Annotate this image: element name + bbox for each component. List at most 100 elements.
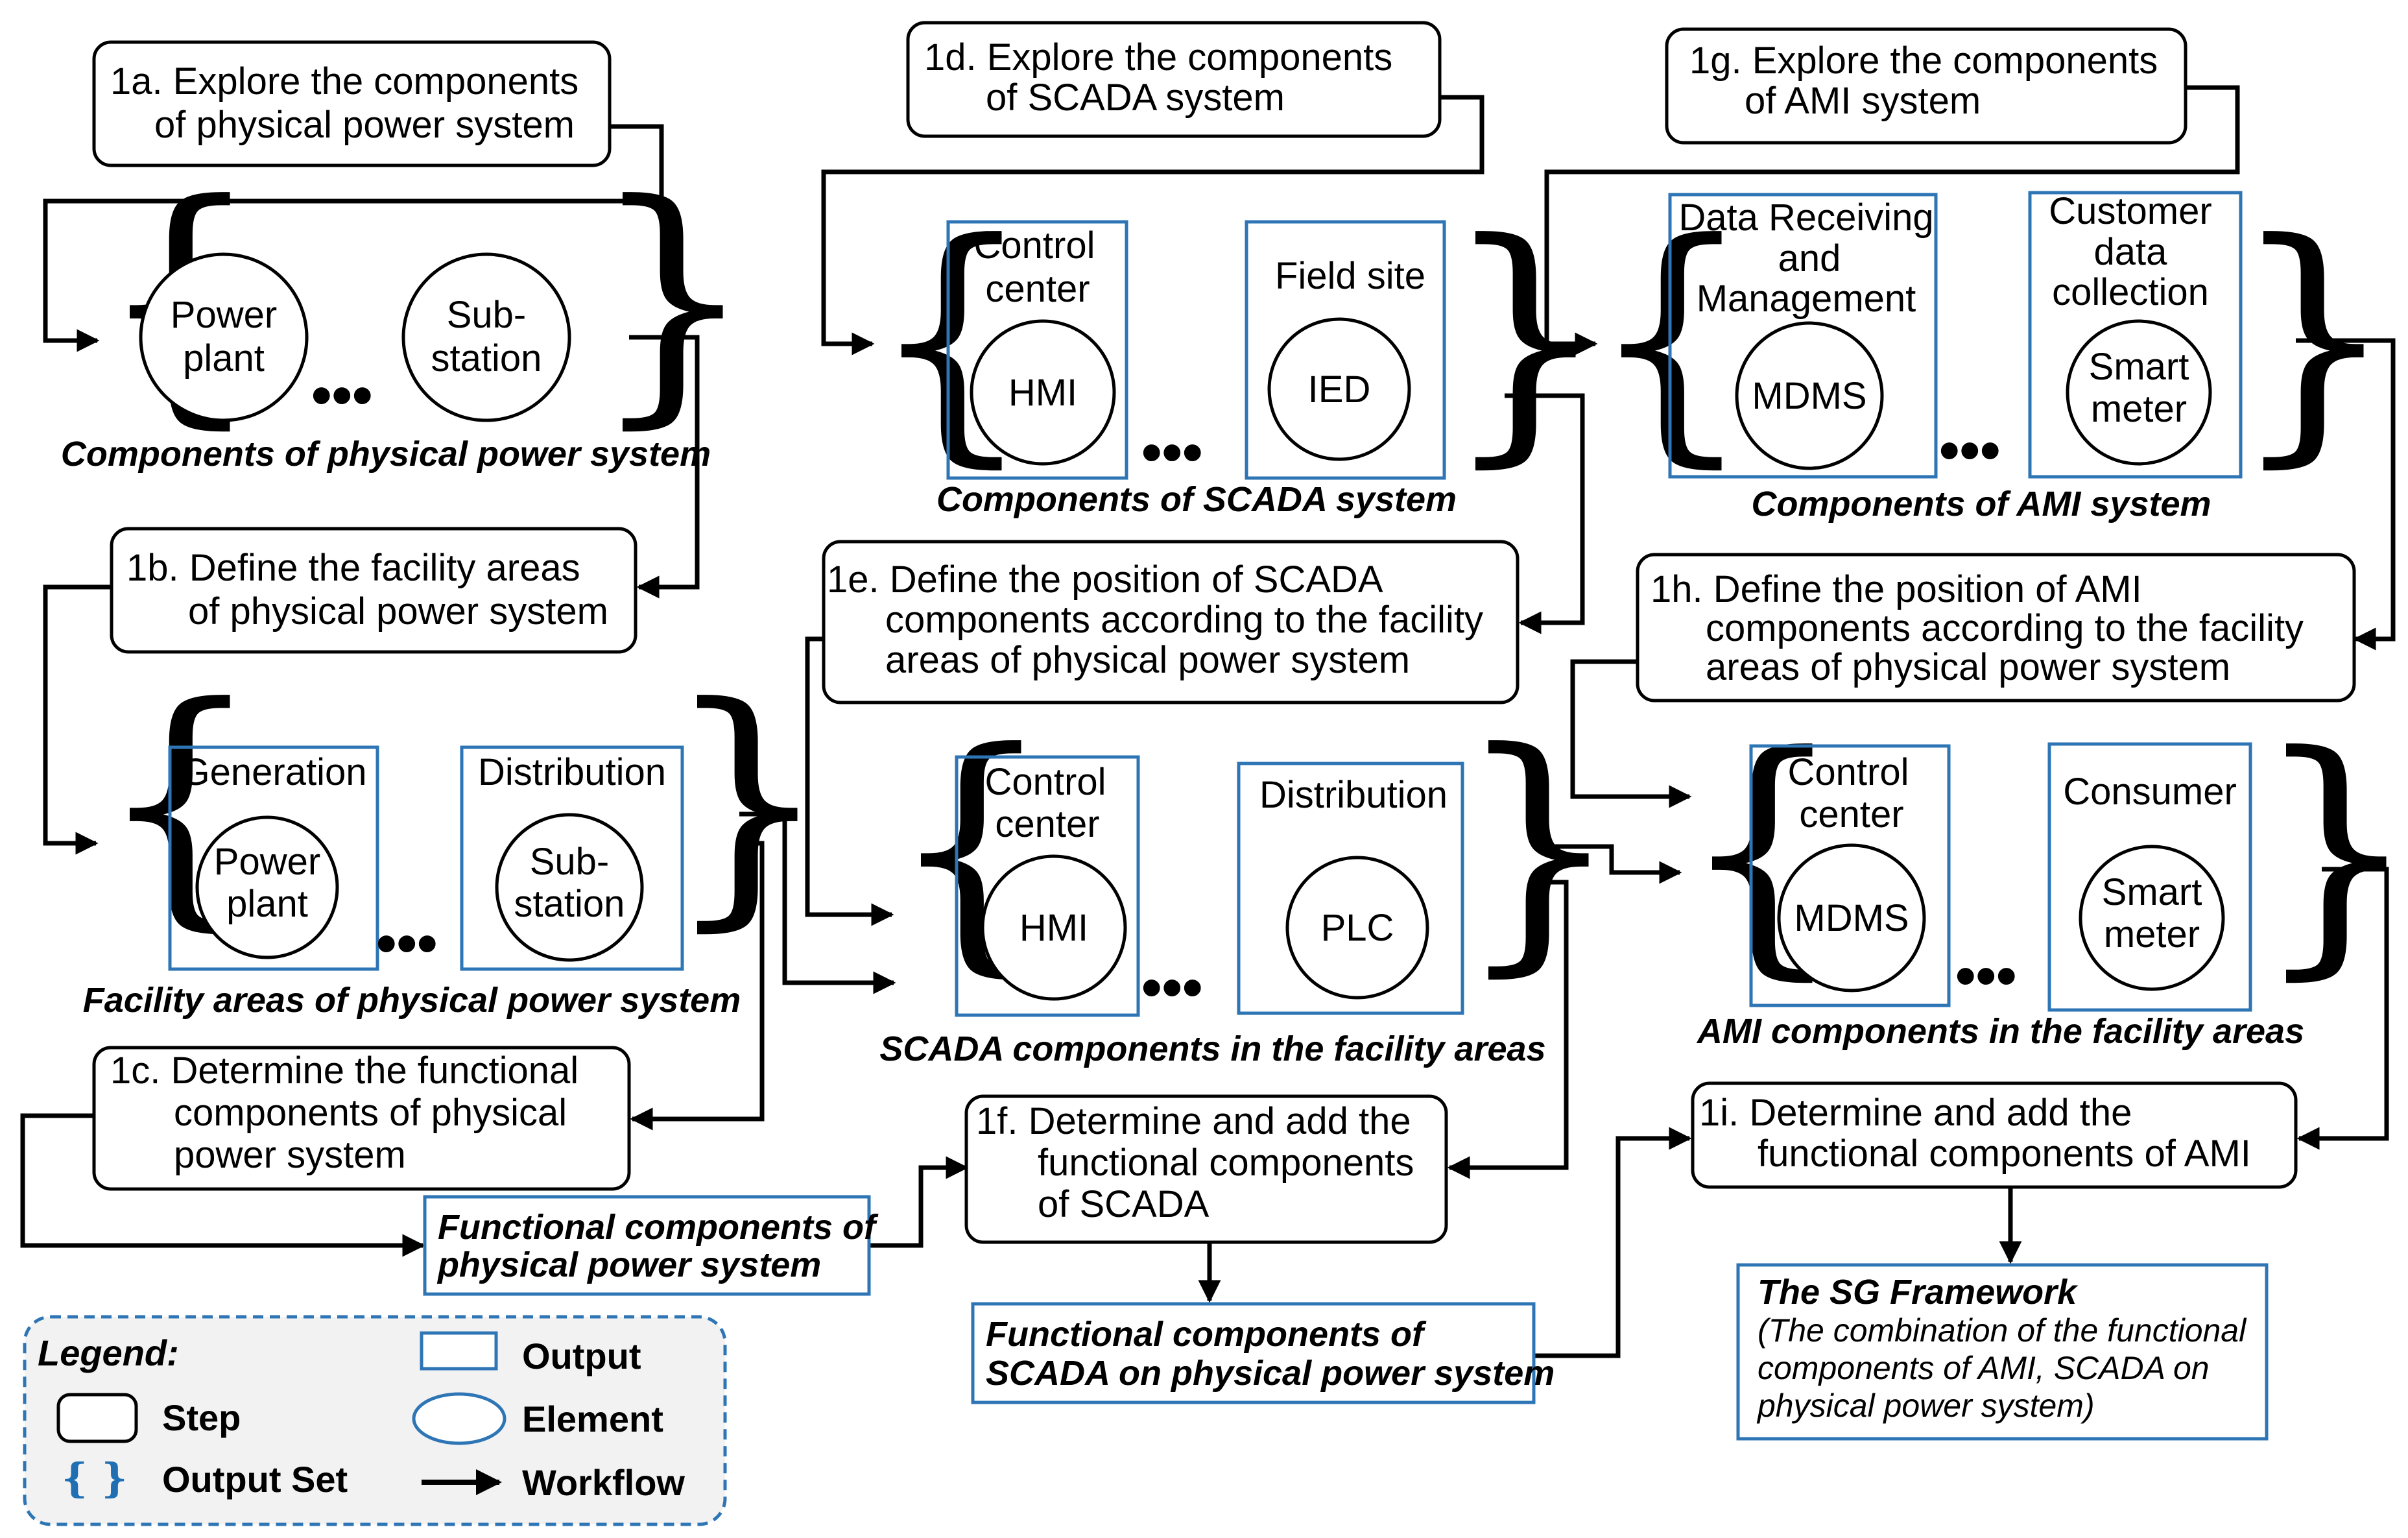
- sg-framework-title: The SG Framework: [1758, 1273, 2079, 1312]
- workflow-arrows: [20, 85, 2396, 1358]
- area-label: center: [1799, 793, 1903, 835]
- output-area-consumer: [2047, 742, 2252, 1012]
- output-set-caption: Components of physical power system: [61, 435, 711, 474]
- sg-framework-line: physical power system): [1756, 1388, 2095, 1424]
- area-label: center: [985, 268, 1090, 310]
- area-label: Consumer: [2063, 771, 2237, 813]
- output-line-1: Functional components of: [986, 1315, 1427, 1354]
- legend-step-label: Step: [162, 1397, 241, 1438]
- output-area-distribution: [460, 745, 684, 971]
- legend-step-icon: [56, 1393, 138, 1443]
- output-area-distribution: [1237, 762, 1464, 1015]
- close-brace: }: [1443, 188, 1608, 490]
- output-area-control-center: [955, 755, 1140, 1017]
- output-func-scada: Functional components of SCADA on physic…: [971, 1302, 1555, 1404]
- step-1d-line-1: 1d. Explore the components: [924, 36, 1392, 78]
- area-label: center: [995, 803, 1099, 845]
- area-label: Control: [1788, 751, 1909, 793]
- output-set-phys-facility: { } Generation Power plant Distribution …: [83, 652, 830, 1020]
- legend-output-icon: [420, 1331, 498, 1371]
- arrow-phys-facility-to-1c: [630, 841, 765, 1131]
- element-label: Power: [171, 294, 277, 336]
- output-sg-framework: The SG Framework (The combination of the…: [1736, 1263, 2269, 1441]
- output-set-ami-components: { } Data Receiving and Management MDMS C…: [1589, 188, 2396, 523]
- output-set-ami-facility: { } Control center MDMS Consumer Smart m…: [1680, 701, 2408, 1051]
- element-label: plant: [183, 337, 265, 379]
- step-1g-line-2: of AMI system: [1745, 80, 1981, 122]
- area-label: Distribution: [478, 751, 666, 793]
- step-1e: 1e. Define the position of SCADA compone…: [822, 540, 1520, 704]
- ellipsis: •••: [311, 363, 373, 428]
- element-power-plant: [195, 815, 339, 959]
- element-label: Sub-: [447, 294, 527, 336]
- output-set-caption: Facility areas of physical power system: [83, 981, 741, 1020]
- area-label: Control: [985, 761, 1106, 803]
- step-1e-line-2: components according to the facility: [885, 599, 1483, 641]
- step-1h-line-1: 1h. Define the position of AMI: [1651, 568, 2142, 610]
- element-label: MDMS: [1752, 375, 1866, 417]
- legend: Legend: Step { } Output Set Output Eleme…: [23, 1315, 727, 1526]
- step-1i-line-2: functional components of AMI: [1758, 1133, 2251, 1175]
- element-label: IED: [1308, 368, 1371, 411]
- arrow-phys-components-to-1b: [629, 335, 700, 599]
- element-smart-meter: [2079, 845, 2225, 991]
- step-1c-line-2: components of physical: [174, 1092, 567, 1134]
- sg-framework-line: components of AMI, SCADA on: [1758, 1350, 2210, 1386]
- element-smart-meter: [2066, 319, 2212, 466]
- output-area-data-receiving: [1668, 193, 1938, 479]
- element-label: station: [514, 883, 625, 925]
- legend-element-label: Element: [522, 1399, 663, 1439]
- step-1c-line-1: 1c. Determine the functional: [110, 1050, 578, 1092]
- step-1i: 1i. Determine and add the functional com…: [1691, 1081, 2298, 1189]
- area-label: Management: [1697, 278, 1916, 320]
- output-set-scada-facility: { } Control center HMI Distribution PLC …: [879, 697, 1621, 1068]
- step-1b-line-2: of physical power system: [188, 590, 608, 632]
- element-plc: [1285, 856, 1429, 1000]
- arrow-ami-components-to-1h: [2296, 338, 2396, 651]
- element-substation: [495, 813, 644, 962]
- arrow-func-phys-to-1f: [869, 1156, 969, 1248]
- legend-workflow-label: Workflow: [522, 1462, 685, 1503]
- element-label: HMI: [1008, 372, 1077, 414]
- arrow-1g-to-ami-components: [1544, 85, 2240, 355]
- element-substation: [401, 252, 571, 422]
- element-label: Power: [214, 841, 320, 883]
- area-label: and: [1778, 237, 1841, 280]
- arrow-scada-facility-to-ami-facility: [1537, 844, 1682, 884]
- step-1h: 1h. Define the position of AMI component…: [1636, 553, 2356, 703]
- element-mdms: [1777, 843, 1926, 992]
- element-label: MDMS: [1794, 897, 1909, 939]
- legend-output-label: Output: [522, 1336, 641, 1376]
- element-label: Smart: [2089, 346, 2189, 388]
- arrow-ami-facility-to-1i: [2296, 867, 2389, 1150]
- element-label: meter: [2091, 388, 2187, 430]
- output-func-phys: Functional components of physical power …: [423, 1195, 879, 1296]
- output-area-generation: [168, 745, 379, 971]
- ellipsis: •••: [1141, 420, 1203, 485]
- arrow-1a-to-phys-components: [43, 124, 664, 352]
- step-1d-line-2: of SCADA system: [986, 77, 1285, 119]
- step-1c-line-3: power system: [174, 1134, 406, 1176]
- step-1h-line-3: areas of physical power system: [1706, 646, 2230, 688]
- element-label: meter: [2104, 913, 2200, 955]
- area-label: Distribution: [1259, 774, 1448, 816]
- element-ied: [1267, 317, 1411, 461]
- step-1g: 1g. Explore the components of AMI system: [1665, 27, 2187, 145]
- arrow-func-scada-to-1i: [1534, 1127, 1692, 1358]
- step-1a: 1a. Explore the components of physical p…: [92, 40, 612, 167]
- step-1f: 1f. Determine and add the functional com…: [964, 1094, 1448, 1244]
- sg-framework-line: (The combination of the functional: [1758, 1312, 2247, 1349]
- step-1b-line-1: 1b. Define the facility areas: [126, 547, 580, 589]
- output-line-2: physical power system: [436, 1245, 821, 1284]
- arrow-scada-components-to-1e: [1505, 393, 1585, 634]
- output-set-phys-components: { } Power plant Sub- station ••• Compone…: [61, 149, 756, 474]
- ellipsis: •••: [1955, 944, 2017, 1009]
- output-set-caption: Components of AMI system: [1751, 485, 2211, 523]
- element-label: station: [431, 337, 542, 379]
- step-1d: 1d. Explore the components of SCADA syst…: [906, 21, 1442, 138]
- close-brace: }: [2231, 188, 2396, 490]
- element-label: PLC: [1321, 907, 1394, 949]
- legend-output-set-icon: { }: [62, 1454, 127, 1502]
- step-1g-line-1: 1g. Explore the components: [1689, 40, 2158, 82]
